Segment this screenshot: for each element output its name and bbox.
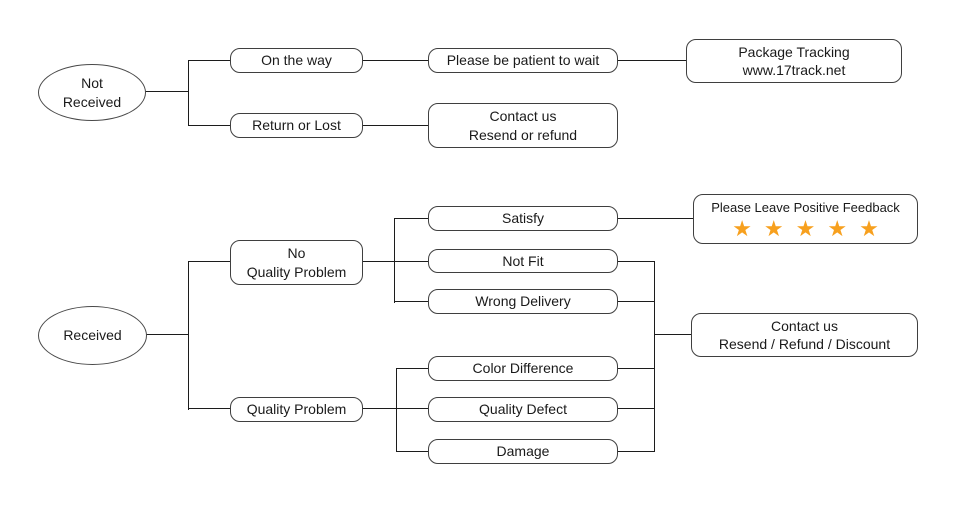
node-satisfy: Satisfy (428, 206, 618, 231)
node-label: Quality Problem (246, 401, 347, 418)
node-quality-problem: Quality Problem (230, 397, 363, 422)
connector (188, 408, 230, 410)
connector (188, 261, 190, 410)
connector (363, 261, 428, 263)
node-label: Return or Lost (252, 117, 341, 134)
connector (394, 218, 396, 303)
connector (618, 451, 655, 453)
connector (363, 125, 428, 127)
connector (618, 60, 686, 62)
node-label: Color Difference (472, 360, 574, 377)
node-color-difference: Color Difference (428, 356, 618, 381)
node-label: Quality Problem (246, 263, 347, 280)
connector (618, 218, 693, 220)
node-contact-us-resend-refund: Contact us Resend or refund (428, 103, 618, 148)
node-damage: Damage (428, 439, 618, 464)
node-label: www.17track.net (742, 62, 846, 78)
node-label: Please Leave Positive Feedback (711, 200, 900, 216)
node-label: On the way (261, 52, 332, 69)
node-no-quality-problem: No Quality Problem (230, 240, 363, 285)
node-label: Damage (496, 443, 550, 460)
connector (145, 91, 189, 93)
connector (618, 408, 655, 410)
node-contact-us-resend-refund-discount: Contact us Resend / Refund / Discount (691, 313, 918, 357)
node-label: Received (62, 93, 122, 110)
node-wrong-delivery: Wrong Delivery (428, 289, 618, 314)
node-not-fit: Not Fit (428, 249, 618, 273)
node-package-tracking: Package Tracking www.17track.net (686, 39, 902, 83)
node-label: Contact us (489, 108, 557, 125)
node-label: Received (63, 327, 122, 344)
node-label: Contact us (771, 317, 838, 334)
node-label: Satisfy (501, 210, 544, 227)
connector (618, 368, 655, 370)
node-received: Received (38, 306, 147, 365)
node-label: Resend or refund (468, 126, 578, 143)
node-not-received: Not Received (38, 64, 146, 121)
node-on-the-way: On the way (230, 48, 363, 73)
connector (396, 368, 398, 452)
connector (396, 451, 428, 453)
connector (654, 261, 656, 452)
five-star-rating-icon: ★★★★★ (732, 215, 891, 241)
node-label: Not (81, 75, 103, 92)
connector (188, 60, 190, 126)
connector (188, 125, 230, 127)
node-label: Not Fit (502, 252, 544, 269)
node-return-or-lost: Return or Lost (230, 113, 363, 138)
node-label: Quality Defect (479, 401, 567, 418)
node-label: No (287, 245, 306, 262)
connector (394, 301, 428, 303)
connector (188, 261, 230, 263)
connector (394, 218, 428, 220)
node-label: Package Tracking (738, 43, 850, 60)
node-positive-feedback: Please Leave Positive Feedback ★★★★★ (693, 194, 918, 244)
node-label: Please be patient to wait (446, 52, 600, 69)
connector (618, 301, 655, 303)
connector (396, 368, 428, 370)
connector (654, 334, 691, 336)
connector (188, 60, 230, 62)
node-quality-defect: Quality Defect (428, 397, 618, 422)
node-label: Resend / Refund / Discount (718, 336, 891, 352)
node-label: Wrong Delivery (475, 293, 571, 310)
connector (618, 261, 655, 263)
connector (363, 408, 428, 410)
connector (363, 60, 428, 62)
connector (146, 334, 189, 336)
node-please-be-patient: Please be patient to wait (428, 48, 618, 73)
